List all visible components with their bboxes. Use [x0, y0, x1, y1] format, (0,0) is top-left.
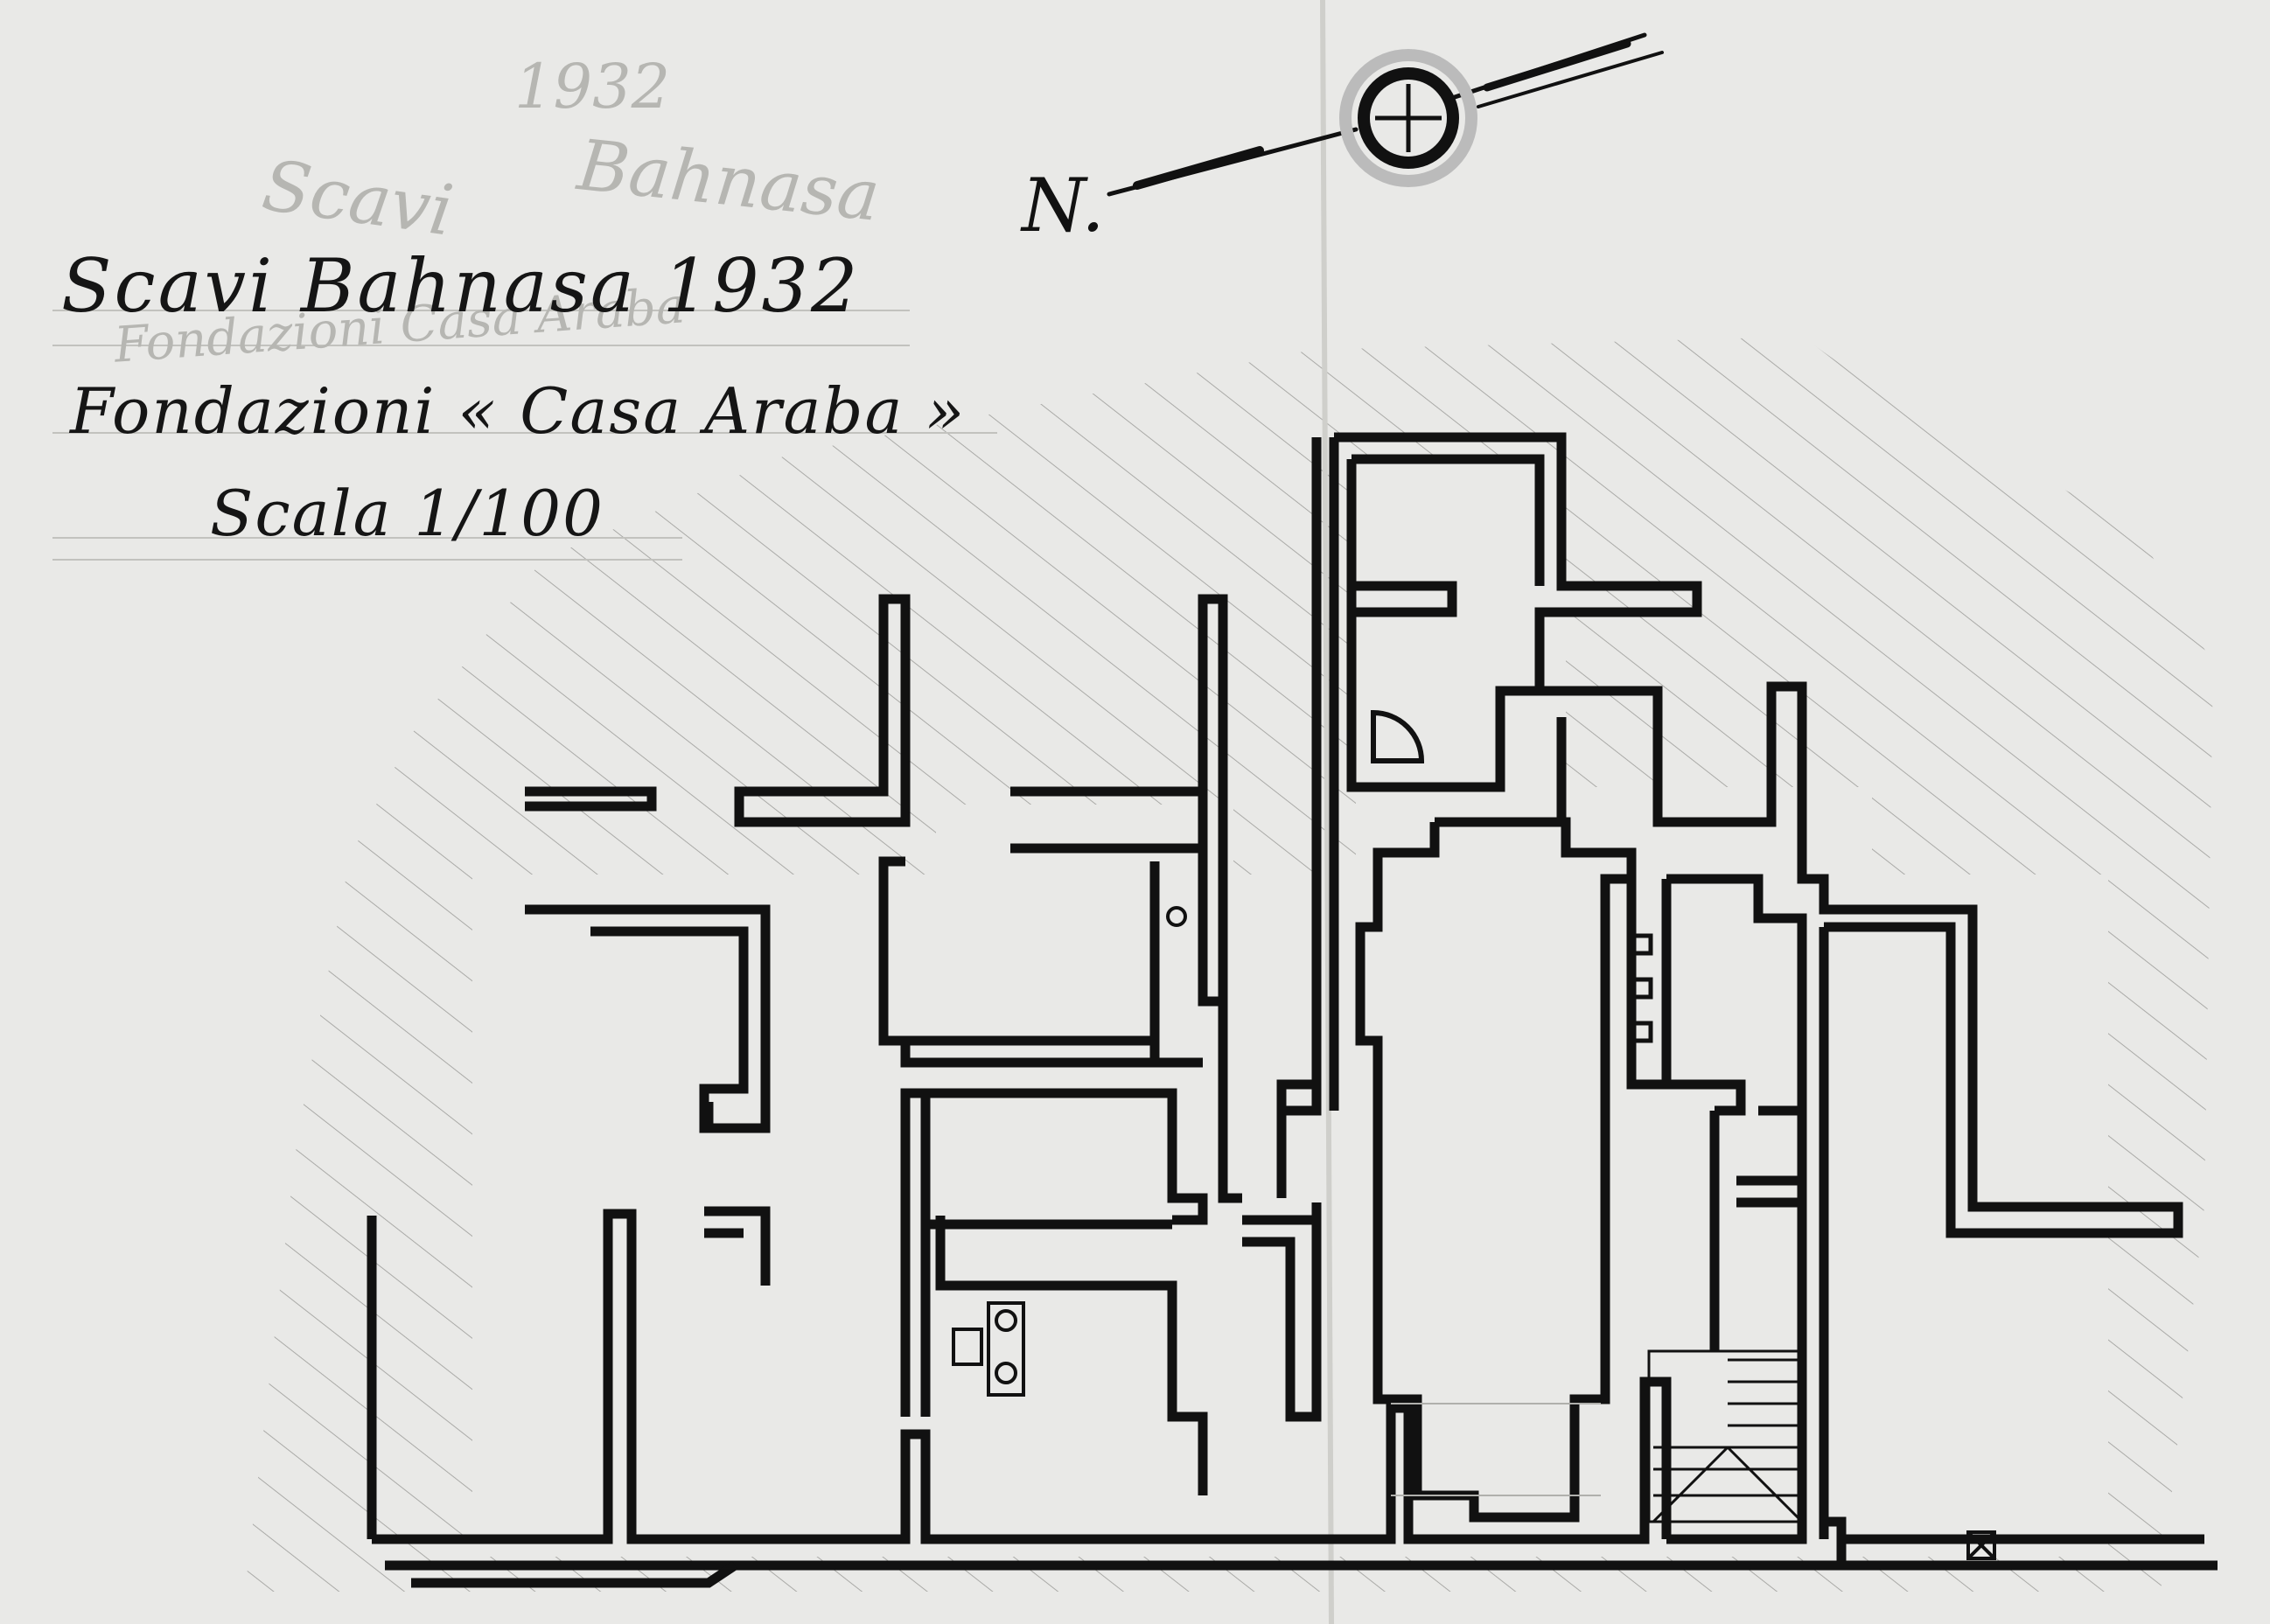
stair-pencil-lines	[1391, 1403, 1601, 1496]
pencil-guidelines	[52, 310, 997, 561]
paper-fold	[1320, 0, 1334, 1624]
drawing-subtitle: Fondazioni « Casa Araba »	[70, 374, 967, 448]
walls	[367, 432, 2218, 1588]
north-arrow	[1107, 32, 1664, 197]
well-marker	[1966, 1530, 1996, 1560]
staircase	[1647, 1349, 1804, 1523]
compass-symbol	[1339, 49, 1477, 187]
basins	[952, 906, 1187, 1397]
north-label: N.	[1022, 163, 1105, 248]
pencil-year: 1932	[514, 51, 671, 122]
drawing-scale: Scala 1/100	[210, 477, 604, 550]
drawing-title: Scavi Bahnasa 1932	[61, 243, 861, 329]
door-swing	[1371, 709, 1425, 763]
wall-niches	[1629, 933, 1653, 1043]
